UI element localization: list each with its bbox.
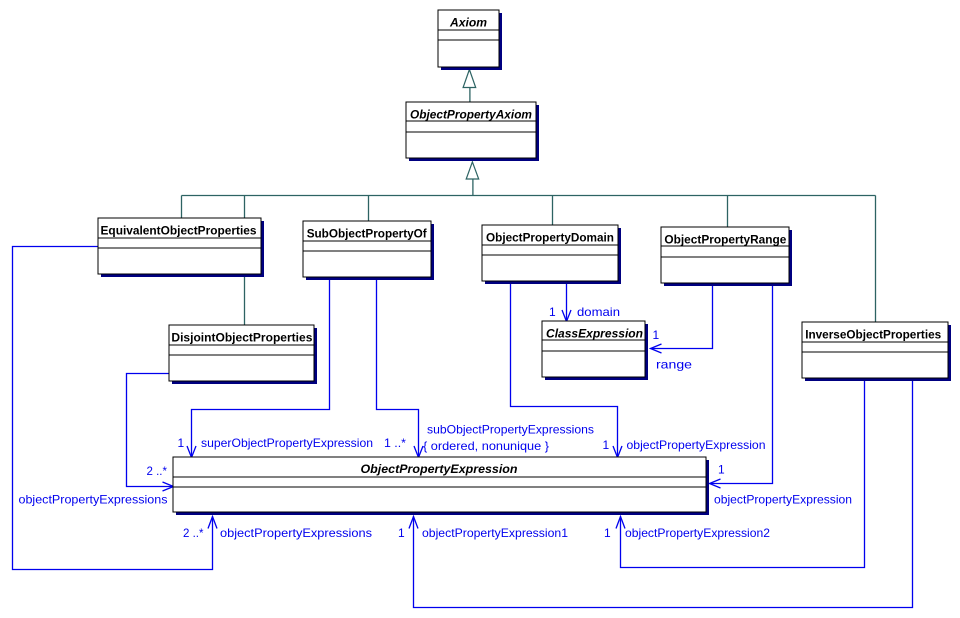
svg-text:objectPropertyExpressions: objectPropertyExpressions (220, 526, 372, 540)
svg-text:range: range (656, 358, 692, 372)
svg-text:objectPropertyExpression: objectPropertyExpression (714, 493, 852, 507)
svg-text:2 ..*: 2 ..* (147, 464, 168, 478)
svg-text:objectPropertyExpression: objectPropertyExpression (627, 438, 766, 452)
svg-text:1: 1 (653, 328, 660, 342)
svg-text:objectPropertyExpressions: objectPropertyExpressions (19, 493, 168, 507)
svg-text:EquivalentObjectProperties: EquivalentObjectProperties (101, 224, 257, 238)
svg-text:1: 1 (549, 305, 556, 319)
svg-text:ObjectPropertyDomain: ObjectPropertyDomain (486, 231, 614, 245)
svg-text:ObjectPropertyExpression: ObjectPropertyExpression (361, 462, 518, 476)
svg-text:subObjectPropertyExpressions: subObjectPropertyExpressions (427, 423, 594, 437)
svg-text:1 ..*: 1 ..* (384, 436, 406, 450)
svg-text:1: 1 (398, 526, 405, 540)
svg-text:1: 1 (718, 463, 725, 477)
svg-text:InverseObjectProperties: InverseObjectProperties (805, 328, 941, 342)
svg-text:ObjectPropertyRange: ObjectPropertyRange (664, 233, 786, 247)
svg-text:2 ..*: 2 ..* (183, 526, 204, 540)
svg-text:1: 1 (178, 436, 185, 450)
svg-text:DisjointObjectProperties: DisjointObjectProperties (171, 331, 312, 345)
svg-text:objectPropertyExpression1: objectPropertyExpression1 (422, 526, 568, 540)
svg-text:1: 1 (604, 526, 611, 540)
svg-text:1: 1 (603, 438, 610, 452)
svg-text:superObjectPropertyExpression: superObjectPropertyExpression (201, 436, 373, 450)
svg-text:ObjectPropertyAxiom: ObjectPropertyAxiom (410, 108, 532, 122)
svg-text:Axiom: Axiom (449, 16, 487, 30)
svg-text:SubObjectPropertyOf: SubObjectPropertyOf (307, 227, 428, 241)
svg-text:{ ordered, nonunique }: { ordered, nonunique } (423, 439, 549, 453)
svg-text:ClassExpression: ClassExpression (546, 327, 643, 341)
svg-text:domain: domain (577, 305, 620, 319)
svg-text:objectPropertyExpression2: objectPropertyExpression2 (625, 526, 770, 540)
